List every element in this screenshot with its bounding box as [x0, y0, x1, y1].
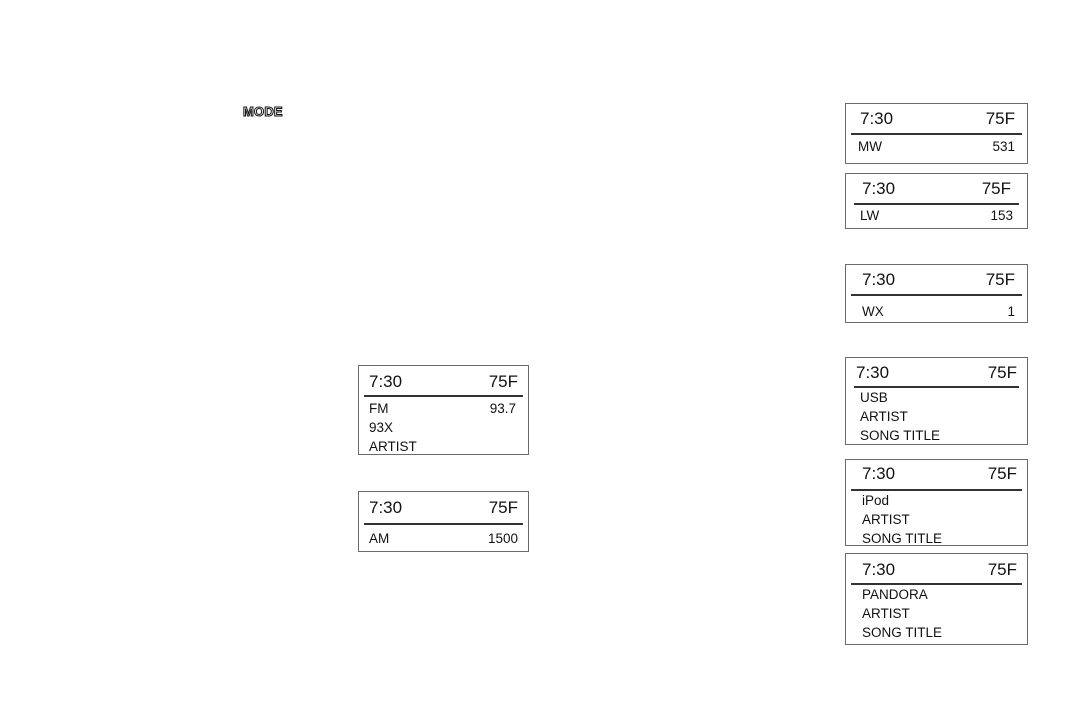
clock-time: 7:30 — [862, 464, 896, 483]
source-label: USB — [860, 390, 888, 405]
divider — [854, 203, 1019, 205]
channel-value: 1 — [1007, 304, 1015, 319]
artist-label: ARTIST — [369, 439, 417, 454]
clock-time: 7:30 — [369, 372, 403, 391]
frequency-value: 93.7 — [489, 401, 516, 416]
artist-label: ARTIST — [862, 512, 910, 527]
source-label: LW — [860, 208, 880, 223]
frequency-value: 531 — [992, 139, 1015, 154]
frequency-value: 153 — [990, 208, 1013, 223]
source-row: FM 93.7 — [369, 399, 516, 418]
source-label: FM — [369, 401, 389, 416]
display-screen-lw: 7:30 75F LW 153 — [845, 173, 1028, 229]
clock-time: 7:30 — [862, 179, 896, 198]
song-title-label: SONG TITLE — [862, 531, 943, 546]
outside-temperature: 75F — [488, 372, 518, 391]
divider — [851, 583, 1022, 585]
display-screen-pandora: 7:30 75F PANDORA ARTIST SONG TITLE — [845, 553, 1028, 645]
source-label: AM — [369, 531, 390, 546]
mode-button-label: MODE — [243, 104, 284, 120]
source-row: WX 1 — [862, 302, 1015, 321]
clock-time: 7:30 — [862, 560, 896, 579]
source-row: AM 1500 — [369, 529, 518, 548]
status-bar: 7:30 75F — [862, 557, 1017, 583]
song-title-label: SONG TITLE — [862, 625, 943, 640]
display-screen-am: 7:30 75F AM 1500 — [358, 491, 529, 552]
divider — [851, 489, 1022, 491]
status-bar: 7:30 75F — [860, 106, 1015, 132]
clock-time: 7:30 — [856, 363, 890, 382]
station-name-label: 93X — [369, 420, 394, 435]
status-bar: 7:30 75F — [856, 360, 1017, 386]
clock-time: 7:30 — [860, 109, 894, 128]
artist-label: ARTIST — [860, 409, 908, 424]
clock-time: 7:30 — [369, 498, 403, 517]
outside-temperature: 75F — [985, 109, 1015, 128]
display-screen-wx: 7:30 75F WX 1 — [845, 264, 1028, 323]
display-screen-fm: 7:30 75F FM 93.7 93X ARTIST — [358, 365, 529, 455]
source-label: iPod — [862, 493, 890, 508]
divider — [364, 523, 523, 525]
divider — [851, 133, 1022, 135]
outside-temperature: 75F — [987, 560, 1017, 579]
song-title-label: SONG TITLE — [860, 428, 941, 443]
status-bar: 7:30 75F — [862, 176, 1011, 202]
status-bar: 7:30 75F — [862, 267, 1015, 293]
source-label: PANDORA — [862, 587, 928, 602]
display-screen-mw: 7:30 75F MW 531 — [845, 103, 1028, 164]
frequency-value: 1500 — [487, 531, 518, 546]
source-label: MW — [858, 139, 882, 154]
outside-temperature: 75F — [488, 498, 518, 517]
divider — [851, 294, 1022, 296]
source-label: WX — [862, 304, 884, 319]
outside-temperature: 75F — [987, 464, 1017, 483]
divider — [854, 386, 1019, 388]
outside-temperature: 75F — [985, 270, 1015, 289]
outside-temperature: 75F — [987, 363, 1017, 382]
status-bar: 7:30 75F — [369, 495, 518, 521]
source-row: LW 153 — [860, 206, 1013, 225]
divider — [364, 395, 523, 397]
artist-label: ARTIST — [862, 606, 910, 621]
status-bar: 7:30 75F — [369, 369, 518, 395]
display-screen-ipod: 7:30 75F iPod ARTIST SONG TITLE — [845, 459, 1028, 546]
status-bar: 7:30 75F — [862, 461, 1017, 487]
display-screen-usb: 7:30 75F USB ARTIST SONG TITLE — [845, 357, 1028, 445]
outside-temperature: 75F — [981, 179, 1011, 198]
source-row: MW 531 — [858, 137, 1015, 156]
clock-time: 7:30 — [862, 270, 896, 289]
